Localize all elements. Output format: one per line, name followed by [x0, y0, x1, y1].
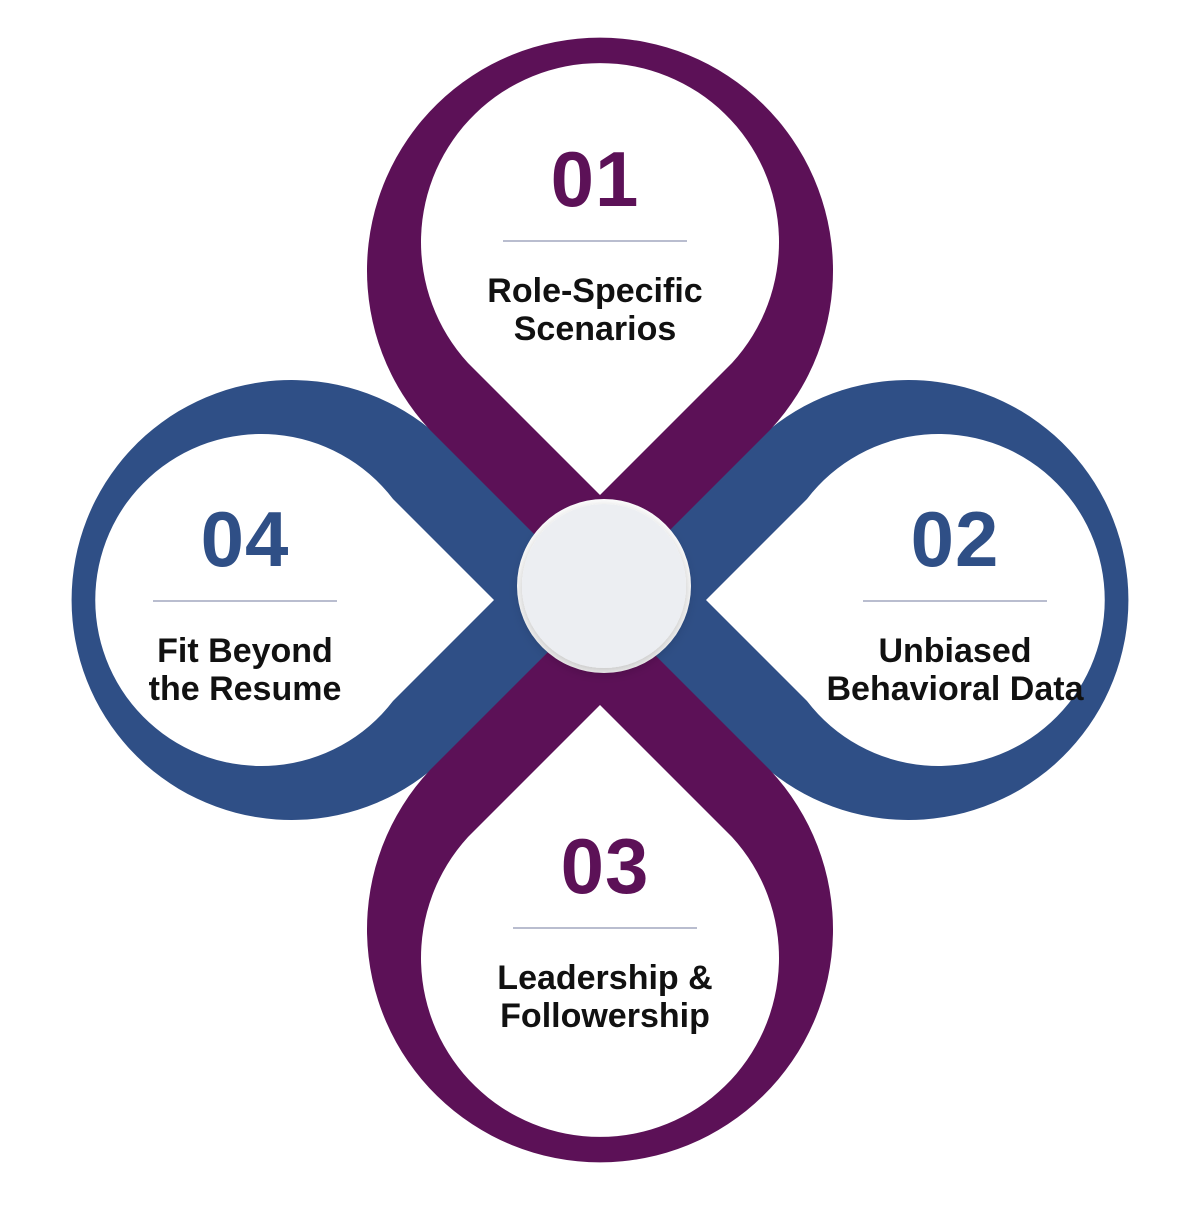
petal-02-number: 02: [910, 495, 1000, 583]
petal-01-label-line1: Role-Specific: [487, 272, 703, 310]
petal-01-label-line2: Scenarios: [513, 310, 677, 348]
petal-04-label: Fit Beyond the Resume: [95, 632, 395, 708]
petal-01-ring: [366, 37, 833, 601]
petal-03-label-line1: Leadership &: [497, 959, 713, 997]
petal-03-divider: [513, 927, 697, 929]
petal-03-ring: [367, 600, 833, 1163]
petal-04-label-line1: Fit Beyond: [157, 632, 333, 670]
petal-01-number: 01: [550, 135, 640, 223]
petal-02-divider: [863, 600, 1047, 602]
petal-01-divider: [503, 240, 687, 242]
petal-02-label-line2: Behavioral Data: [826, 670, 1084, 708]
petal-02-label: Unbiased Behavioral Data: [805, 632, 1105, 708]
petal-04-label-line2: the Resume: [148, 670, 342, 708]
center-hub: [517, 499, 691, 673]
petal-02-content: 02 Unbiased Behavioral Data: [805, 500, 1105, 708]
petal-01-label: Role-Specific Scenarios: [445, 272, 745, 348]
petal-03-label: Leadership & Followership: [455, 959, 755, 1035]
petal-03-number: 03: [560, 822, 650, 910]
petal-03-label-line2: Followership: [500, 997, 710, 1035]
petal-04-number: 04: [200, 495, 290, 583]
petal-04-divider: [153, 600, 337, 602]
petal-02-label-line1: Unbiased: [878, 632, 1032, 670]
petal-04-content: 04 Fit Beyond the Resume: [95, 500, 395, 708]
petal-03-content: 03 Leadership & Followership: [455, 827, 755, 1035]
petal-01-content: 01 Role-Specific Scenarios: [445, 140, 745, 348]
